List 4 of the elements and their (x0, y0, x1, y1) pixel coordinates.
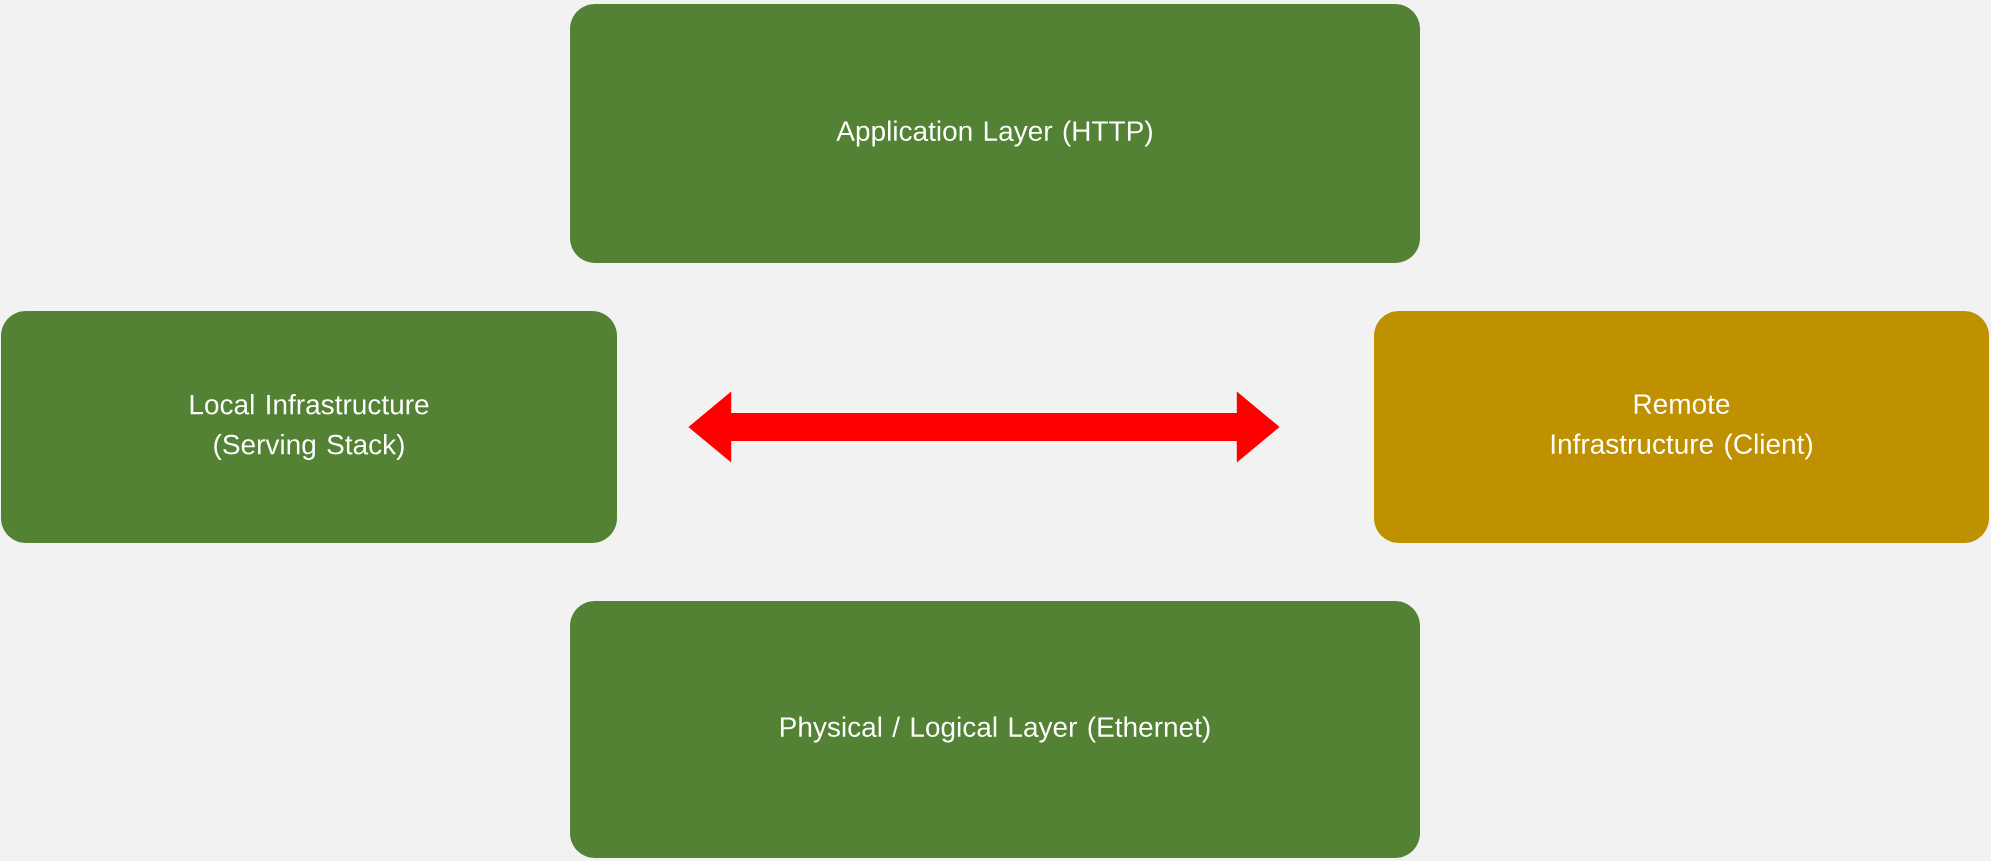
layer-box: Local Infrastructure (Serving Stack) (1, 311, 617, 543)
layer-box: Application Layer (HTTP) (570, 4, 1420, 263)
layer-box: Remote Infrastructure (Client) (1374, 311, 1989, 543)
layer-box: Physical / Logical Layer (Ethernet) (570, 601, 1420, 858)
